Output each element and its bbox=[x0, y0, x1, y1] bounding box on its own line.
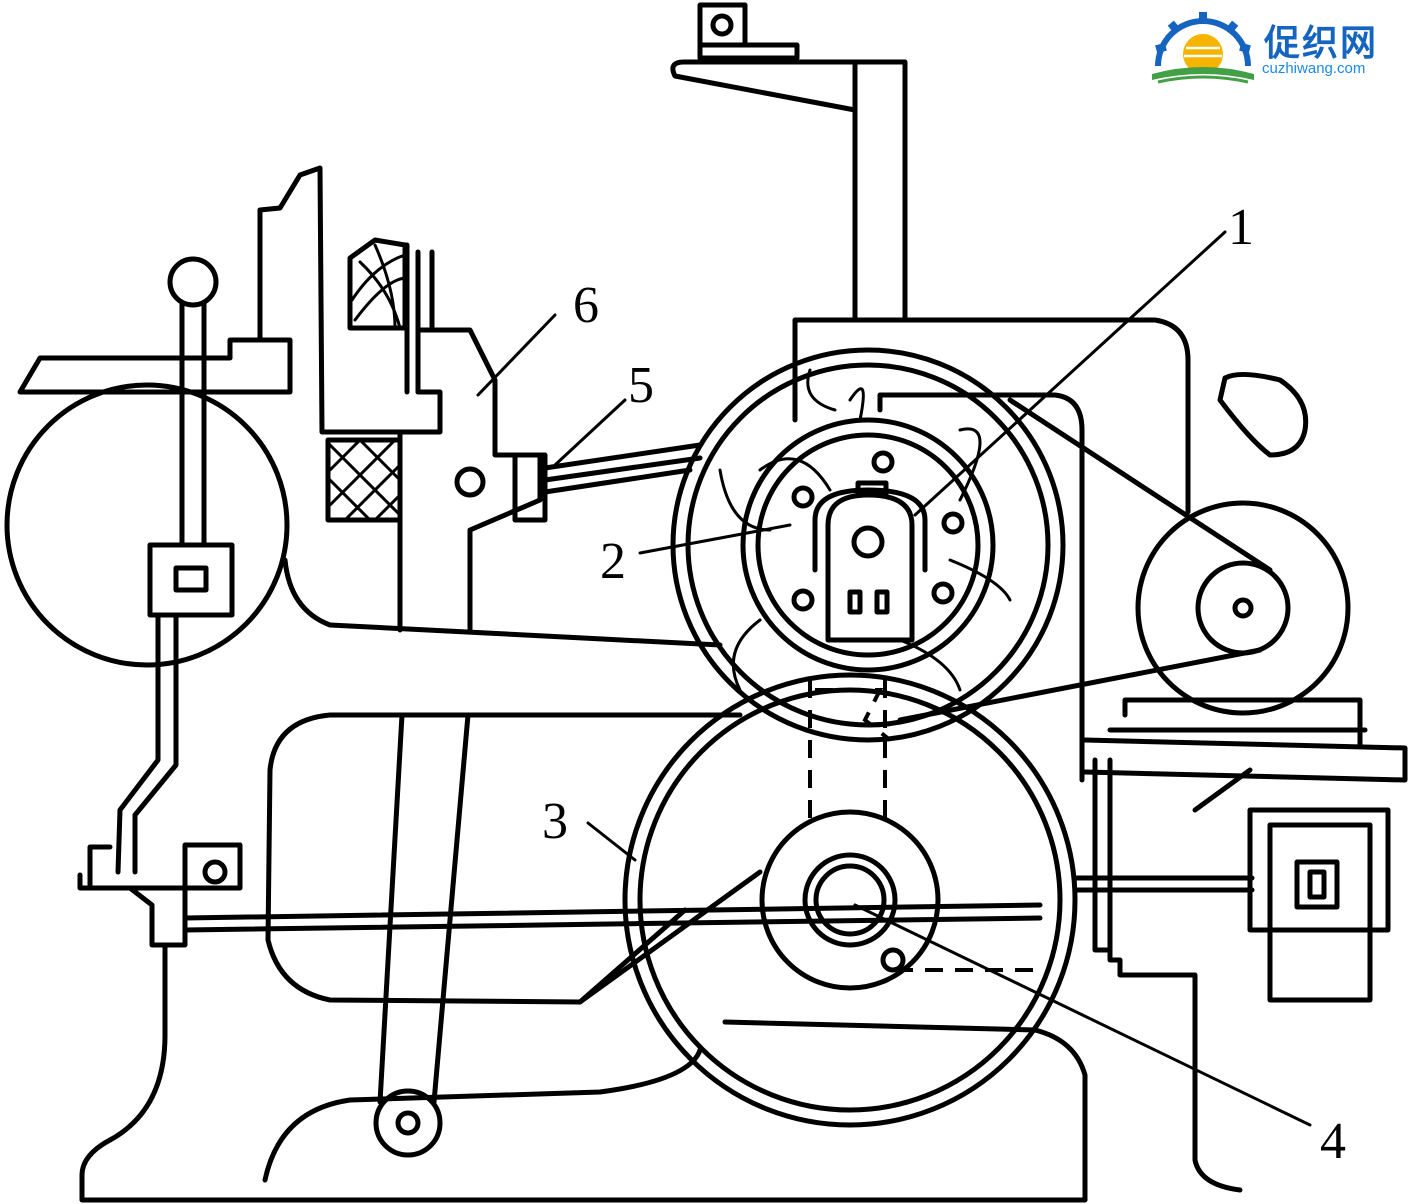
lower-gear bbox=[577, 672, 1078, 1128]
leader-6 bbox=[476, 313, 557, 397]
callout-4: 4 bbox=[1320, 1113, 1346, 1170]
lower-frame bbox=[79, 712, 1088, 1203]
watermark-brand: 促织网 bbox=[1264, 23, 1379, 64]
upper-gear bbox=[670, 347, 1066, 743]
leader-4 bbox=[853, 903, 1312, 1127]
callout-3: 3 bbox=[542, 793, 568, 850]
callout-labels: 1 2 3 4 5 6 bbox=[542, 199, 1346, 1170]
heddle-blocks bbox=[325, 237, 435, 523]
horizontal-rod-lower bbox=[182, 915, 1043, 933]
callout-5: 5 bbox=[628, 357, 654, 414]
callout-2: 2 bbox=[600, 533, 626, 590]
belt-pulley bbox=[897, 372, 1351, 723]
projection-lines bbox=[808, 680, 1035, 972]
callout-6: 6 bbox=[573, 277, 599, 334]
callout-leaders bbox=[476, 230, 1312, 1127]
leader-1 bbox=[913, 230, 1227, 517]
top-bracket bbox=[670, 2, 908, 323]
frame-pivot bbox=[454, 466, 486, 498]
leader-2 bbox=[638, 523, 792, 555]
left-bracket bbox=[77, 842, 243, 948]
right-side-box bbox=[1072, 697, 1408, 1193]
gear-sun-icon bbox=[1152, 12, 1254, 84]
gear-housing bbox=[792, 317, 1191, 515]
leader-3 bbox=[586, 821, 637, 862]
watermark-url: cuzhiwang.com bbox=[1262, 60, 1366, 77]
inner-housing bbox=[877, 392, 1085, 783]
callout-1: 1 bbox=[1228, 199, 1254, 256]
cloth-roller bbox=[4, 256, 293, 875]
leader-5 bbox=[553, 398, 627, 467]
horizontal-rod bbox=[182, 902, 1043, 921]
connecting-rod-5 bbox=[512, 442, 703, 523]
watermark-logo: 促织网 cuzhiwang.com bbox=[1144, 8, 1404, 88]
